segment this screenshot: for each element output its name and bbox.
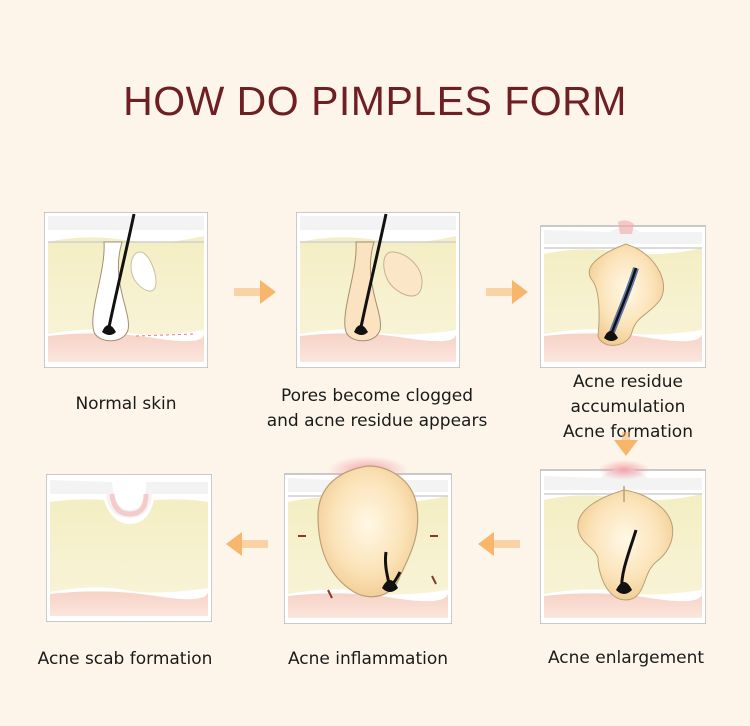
caption-acne-enlargement: Acne enlargement — [547, 648, 705, 668]
caption-normal-skin: Normal skin — [75, 394, 177, 414]
arrow-right-icon — [486, 280, 528, 304]
caption-line: Pores become clogged — [280, 386, 474, 406]
caption-clogged-pores: Pores become clogged and acne residue ap… — [246, 384, 508, 434]
panel-normal-skin — [44, 212, 208, 368]
arrow-right-icon — [234, 280, 276, 304]
arrow-left-icon — [226, 532, 268, 556]
arrow-down-icon — [614, 432, 638, 456]
page-title: HOW DO PIMPLES FORM — [123, 78, 627, 124]
caption-acne-formation: Acne residue accumulation Acne formation — [528, 370, 728, 445]
caption-line: and acne residue appears — [266, 411, 488, 431]
panel-acne-formation — [540, 220, 706, 368]
arrow-left-icon — [478, 532, 520, 556]
panel-acne-enlargement — [540, 460, 706, 624]
panel-acne-scab — [46, 474, 212, 622]
caption-line: accumulation — [570, 397, 686, 417]
panel-acne-inflammation — [284, 456, 452, 624]
caption-acne-scab: Acne scab formation — [37, 649, 213, 669]
caption-acne-inflammation: Acne inflammation — [287, 649, 449, 669]
caption-line: Acne residue — [573, 372, 683, 392]
panel-clogged-pores — [296, 212, 460, 368]
